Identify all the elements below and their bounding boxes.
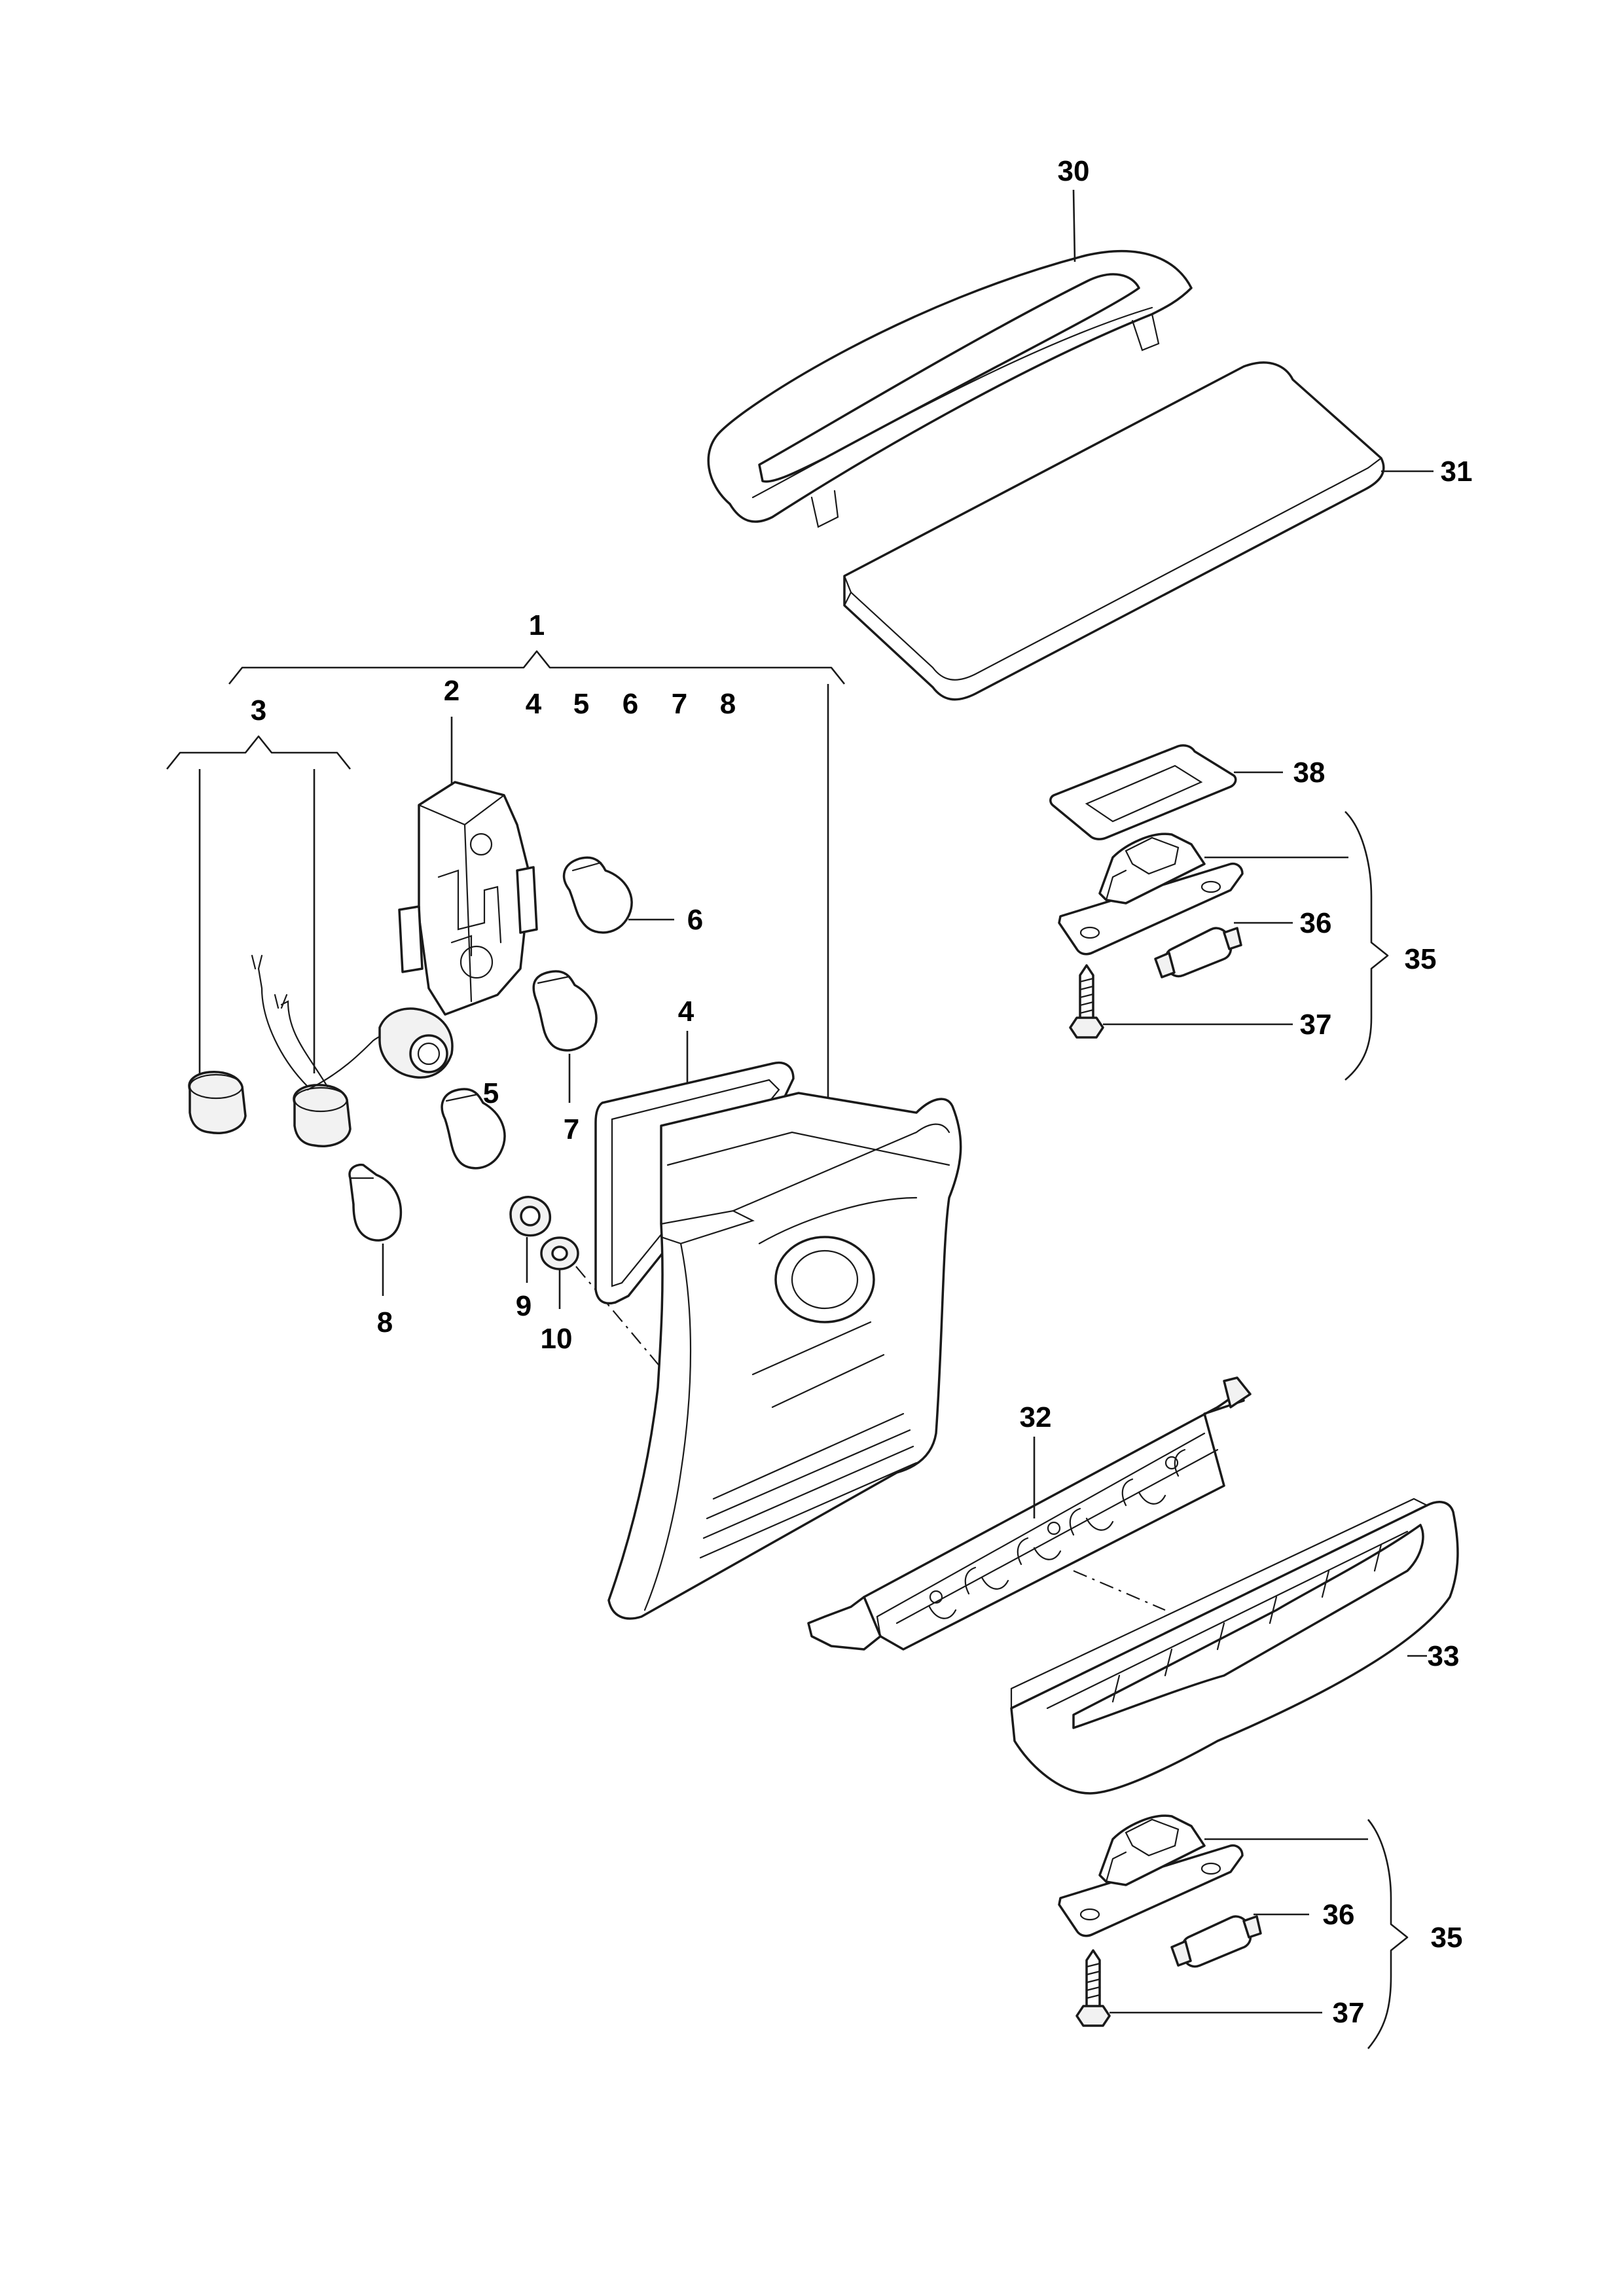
callout-37-upper: 37 bbox=[1300, 1009, 1332, 1041]
callout-1-sub-7: 7 bbox=[672, 688, 687, 720]
callout-9: 9 bbox=[516, 1290, 532, 1322]
callout-38: 38 bbox=[1293, 757, 1326, 789]
callout-2: 2 bbox=[444, 675, 460, 707]
callout-1-sub-6: 6 bbox=[623, 688, 638, 720]
callout-1-sub-8: 8 bbox=[720, 688, 736, 720]
callout-1-sub-4: 4 bbox=[526, 688, 542, 720]
bulb-5 bbox=[441, 1088, 506, 1170]
callout-7: 7 bbox=[564, 1113, 579, 1145]
wiring-harness bbox=[188, 954, 454, 1147]
callout-36-upper: 36 bbox=[1300, 907, 1332, 939]
callout-30: 30 bbox=[1058, 155, 1090, 187]
bracket-1 bbox=[228, 650, 846, 685]
callout-8: 8 bbox=[377, 1306, 393, 1338]
screw-lower bbox=[1075, 1949, 1111, 2027]
number-plate-lamp-lower bbox=[1058, 1814, 1244, 1937]
callout-36-lower: 36 bbox=[1323, 1899, 1355, 1931]
callout-31: 31 bbox=[1441, 456, 1473, 488]
callout-5: 5 bbox=[483, 1077, 499, 1109]
bulb-7 bbox=[532, 970, 598, 1052]
bulb-6 bbox=[562, 856, 633, 934]
brake-light-lens-housing bbox=[1010, 1498, 1459, 1795]
high-level-brake-light-housing bbox=[707, 249, 1193, 528]
callout-6: 6 bbox=[687, 904, 703, 936]
screw-upper bbox=[1069, 964, 1104, 1039]
callout-3: 3 bbox=[251, 694, 266, 726]
callout-4: 4 bbox=[678, 996, 695, 1028]
callout-1: 1 bbox=[529, 609, 545, 641]
festoon-bulb-lower bbox=[1170, 1915, 1262, 1968]
brake-light-cover bbox=[843, 361, 1385, 701]
callout-1-sub-5: 5 bbox=[573, 688, 589, 720]
washer-10 bbox=[540, 1236, 579, 1270]
bulb-holder-circuit-board bbox=[398, 781, 538, 1016]
callout-33: 33 bbox=[1428, 1640, 1460, 1672]
callout-35-lower: 35 bbox=[1431, 1922, 1463, 1954]
number-plate-lamp-upper bbox=[1058, 833, 1244, 956]
tail-lamp-unit bbox=[607, 1092, 962, 1620]
brake-light-led-unit bbox=[807, 1376, 1252, 1651]
callout-37-lower: 37 bbox=[1333, 1997, 1365, 2029]
festoon-bulb-upper bbox=[1154, 927, 1242, 978]
callout-32: 32 bbox=[1020, 1401, 1052, 1433]
number-plate-lens bbox=[1049, 744, 1237, 840]
callout-35-upper: 35 bbox=[1405, 943, 1437, 975]
bulb-8 bbox=[348, 1163, 403, 1242]
bracket-3 bbox=[166, 735, 352, 770]
nut-9 bbox=[509, 1196, 552, 1237]
callout-10: 10 bbox=[541, 1323, 573, 1355]
